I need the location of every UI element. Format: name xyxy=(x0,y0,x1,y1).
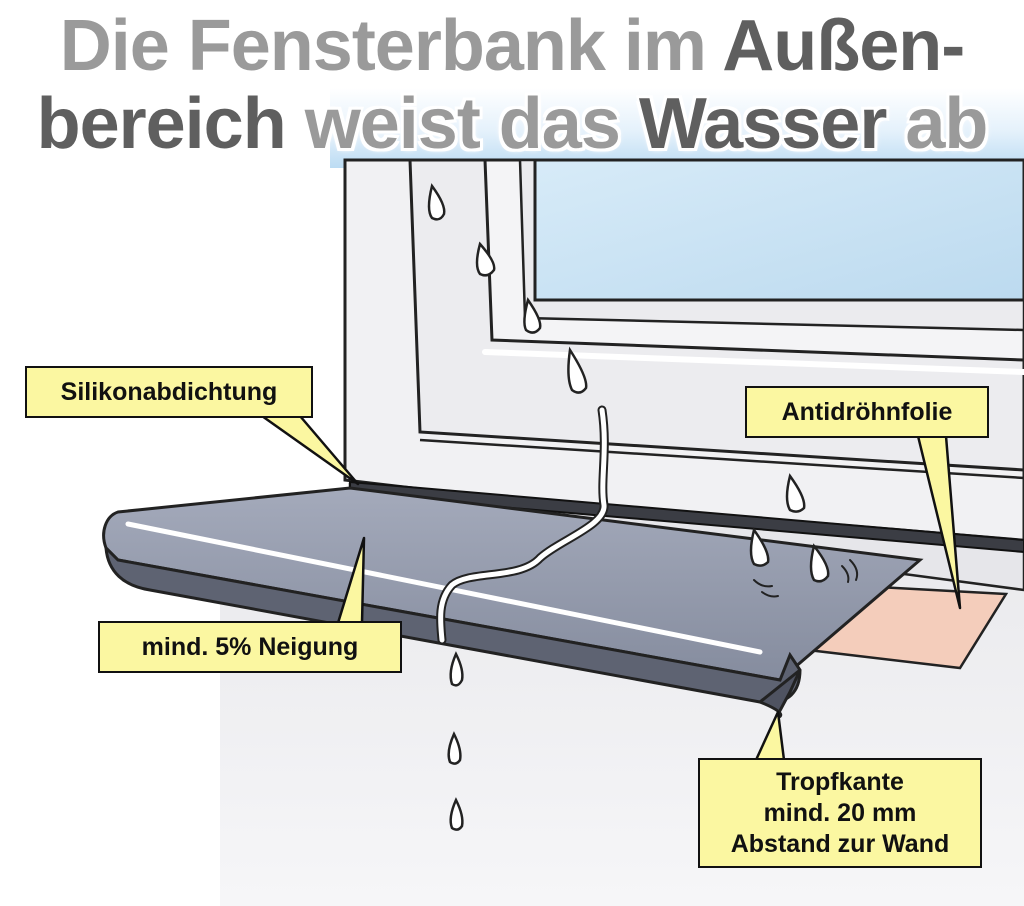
frame-bottom-line xyxy=(419,438,1024,480)
frame-highlight xyxy=(482,349,1024,375)
water-drop xyxy=(427,183,446,221)
water-stream-inner xyxy=(438,407,607,643)
callout-tropfkante: Tropfkante mind. 20 mm Abstand zur Wand xyxy=(698,758,982,868)
callout-tropfkante-line-2: mind. 20 mm xyxy=(763,798,917,827)
water-drop xyxy=(449,651,464,687)
headline-part: weist das xyxy=(285,84,639,164)
headline-line-2: bereich weist das Wasser ab xyxy=(0,84,1024,164)
water-drop xyxy=(447,731,462,765)
headline-part: ab xyxy=(886,84,988,164)
sill-top xyxy=(102,486,924,682)
headline-emphasis: Wasser xyxy=(638,84,887,164)
water-drop xyxy=(567,346,588,394)
callout-antidroehnfolie: Antidröhnfolie xyxy=(745,386,989,438)
water-drop xyxy=(449,797,464,831)
window-glass xyxy=(533,158,1024,302)
callout-tropfkante-line-3: Abstand zur Wand xyxy=(730,829,950,858)
water-drop xyxy=(475,241,496,277)
water-drop xyxy=(809,543,830,583)
callout-silikonabdichtung: Silikonabdichtung xyxy=(25,366,313,418)
water-drop xyxy=(523,297,542,334)
callout-neigung: mind. 5% Neigung xyxy=(98,621,402,673)
sky-band xyxy=(330,88,1024,168)
drip-edge xyxy=(757,668,802,721)
splash-lines xyxy=(753,559,859,598)
headline-emphasis: Außen- xyxy=(722,6,965,86)
water-drop xyxy=(749,527,770,567)
water-drops xyxy=(427,183,830,831)
headline-part: Die Fensterbank im xyxy=(59,6,723,86)
headline-line-1: Die Fensterbank im Außen- xyxy=(0,6,1024,86)
water-drop xyxy=(785,473,806,513)
callout-tropfkante-line-1: Tropfkante xyxy=(776,767,904,796)
headline-emphasis: bereich xyxy=(36,84,287,164)
